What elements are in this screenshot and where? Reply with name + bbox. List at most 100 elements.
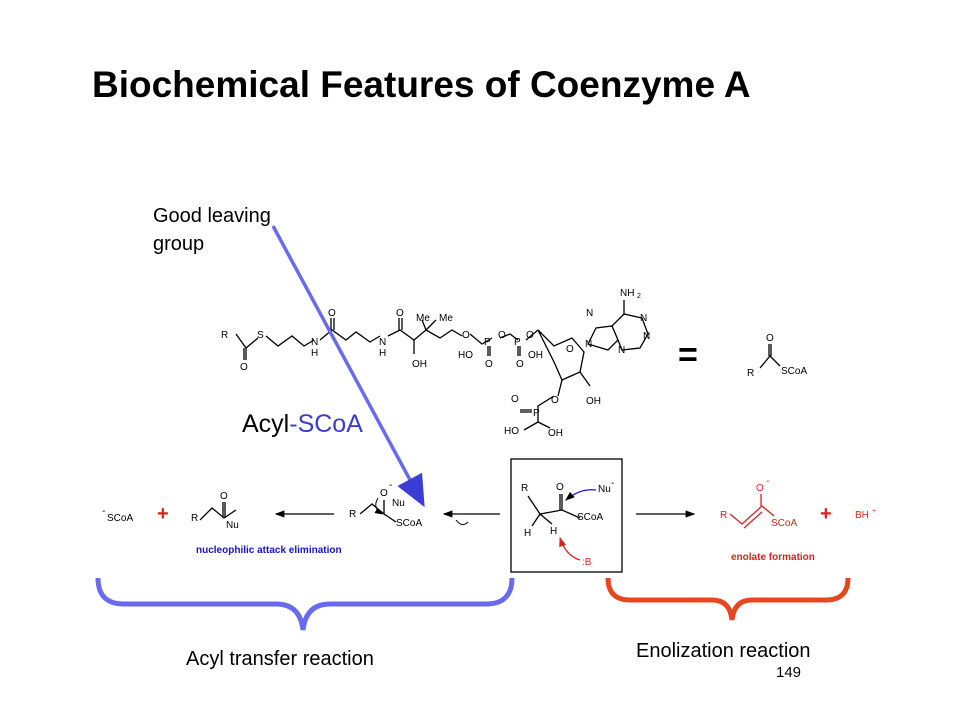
enolate-label: enolate formation (731, 552, 815, 563)
atom-o-9: O (551, 395, 559, 406)
atom-me-1: Me (416, 313, 430, 324)
center-h-1: H (524, 528, 531, 539)
enolate-products: R O - SCoA + BH + (720, 476, 876, 529)
base-arrow (559, 536, 581, 561)
enolate-r: R (720, 510, 727, 521)
center-o: O (556, 482, 564, 493)
center-base: :B (582, 557, 592, 568)
atom-ho-1: HO (458, 350, 473, 361)
atom-oh-4: OH (548, 428, 563, 439)
gem-dimethyl-bonds (421, 319, 437, 331)
imidazole-ring (587, 325, 619, 351)
atom-n-5: N (640, 313, 647, 324)
enolate-o: O (756, 483, 764, 494)
leaving-group-label: Good leaving group (153, 202, 313, 258)
tetra-scoa: SCoA (396, 518, 422, 529)
acyl-scoa-label: Acyl-SCoA (242, 410, 363, 439)
acyl-product-bonds (199, 502, 237, 521)
short-scoa: SCoA (781, 366, 807, 377)
plus-right: + (820, 503, 832, 525)
atom-o-2: O (328, 308, 336, 319)
leaving-group-arrow (271, 225, 425, 508)
nucleophile-arrow (565, 489, 597, 501)
coa-atom-labels: R S O N H O N H O Me Me OH O HO P O O P … (221, 288, 650, 439)
center-r: R (521, 483, 528, 494)
acyl-transfer-products: - SCoA + R O Nu (102, 491, 239, 531)
acyl-text: Acyl (242, 410, 290, 438)
slide-title: Biochemical Features of Coenzyme A (92, 64, 751, 105)
short-acyl-scoa: R O SCoA (747, 333, 807, 379)
atom-n-6: N (643, 331, 650, 342)
thiolate-minus: - (102, 506, 105, 517)
bh-charge: + (872, 508, 876, 515)
curved-arrow-elimination (374, 497, 383, 515)
short-form-bonds (759, 344, 781, 369)
equals-sign: = (678, 336, 698, 374)
atom-oh-3: OH (586, 396, 601, 407)
center-nu: Nu (598, 484, 611, 495)
atom-n-7: N (618, 345, 625, 356)
tetra-r: R (349, 509, 356, 520)
acyl-coa-box (510, 458, 623, 573)
enolization-label: Enolization reaction (636, 640, 811, 662)
enolate-double-bond (743, 511, 763, 529)
atom-ho-2: HO (504, 426, 519, 437)
atom-o-10: O (511, 394, 519, 405)
atom-p-2: P (514, 337, 521, 348)
atom-o-1: O (240, 362, 248, 373)
phosphate-chain (469, 329, 539, 345)
bh-text: BH (855, 510, 869, 521)
atom-p-1: P (484, 337, 491, 348)
enolate-minus: - (766, 476, 769, 487)
amide-carbonyl-1 (330, 318, 335, 330)
atom-o-ring: O (566, 344, 574, 355)
phosphate-2-prime (520, 395, 555, 431)
small-curved-arrow (455, 519, 469, 526)
tetra-nu: Nu (392, 498, 405, 509)
atom-oh-2: OH (528, 350, 543, 361)
chain-bonds-1 (265, 335, 315, 347)
ribose-ring (537, 329, 585, 381)
atom-n-2: N (379, 337, 386, 348)
thiolate-scoa: SCoA (107, 513, 133, 524)
atom-n-3: N (585, 339, 592, 350)
atom-h-1: H (311, 348, 318, 359)
center-scoa: SCoA (577, 512, 603, 523)
atom-me-2: Me (439, 313, 453, 324)
atom-p-3: P (533, 408, 540, 419)
acyl-transfer-label: Acyl transfer reaction (186, 648, 374, 670)
short-o: O (766, 333, 774, 344)
ribose-substituents (557, 371, 591, 397)
atom-n-4: N (586, 308, 593, 319)
enolate-scoa: SCoA (771, 518, 797, 529)
center-bonds (527, 494, 581, 527)
phosphate-oxo (487, 346, 521, 356)
atom-o-5: O (485, 359, 493, 370)
plus-left: + (157, 503, 169, 525)
leaving-group-line-1: Good leaving (153, 205, 271, 227)
tetra-o: O (380, 488, 388, 499)
acyl-product-o: O (220, 491, 228, 502)
atom-o-4: O (462, 330, 470, 341)
atom-o-3: O (396, 308, 404, 319)
acyl-product-r: R (191, 513, 198, 524)
atom-nh2: NH (620, 288, 634, 299)
tetra-minus: - (389, 480, 392, 491)
enolization-brace (605, 577, 851, 621)
atom-o-6: O (498, 330, 506, 341)
page-number: 149 (776, 664, 802, 681)
center-nu-minus: - (611, 478, 614, 489)
amide-carbonyl-2 (398, 318, 403, 330)
atom-r: R (221, 330, 228, 341)
nucleophilic-label: nucleophilic attack elimination (196, 545, 342, 556)
scoa-text: SCoA (297, 410, 363, 438)
atom-h-2: H (379, 348, 386, 359)
chain-bonds-3 (387, 329, 463, 341)
atom-nh2-sub: 2 (637, 293, 641, 300)
leaving-group-line-2: group (153, 233, 205, 255)
acyl-transfer-brace (95, 577, 515, 631)
center-acyl-coa: R O H H SCoA Nu - :B (521, 478, 614, 568)
coenzyme-a-structure (235, 300, 649, 431)
atom-oh-1: OH (412, 359, 427, 370)
atom-n-1: N (311, 337, 318, 348)
